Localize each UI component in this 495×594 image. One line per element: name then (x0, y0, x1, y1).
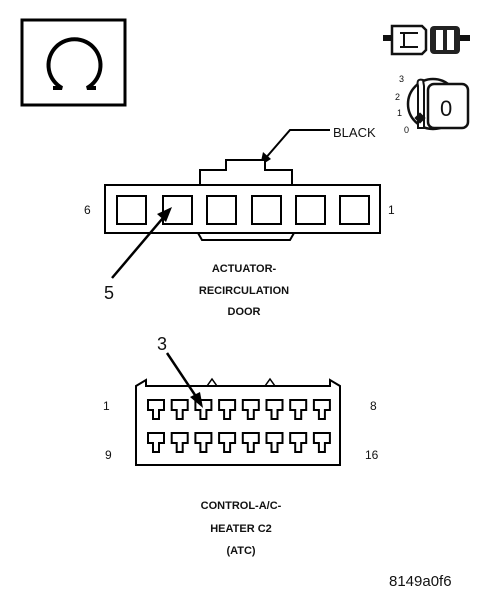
black-wire-leader (263, 129, 330, 161)
ignition-key-icon: 3 2 1 0 0 (395, 74, 470, 135)
ignition-position-0: 0 (404, 125, 409, 135)
ignition-position-1: 1 (397, 108, 402, 118)
wire-color-label: BLACK (333, 125, 376, 140)
connector1-name-line1: ACTUATOR- (212, 263, 277, 275)
terminal-cavity (312, 432, 331, 453)
connector2-pin-top-left: 1 (103, 399, 110, 413)
terminal-cavity (241, 399, 260, 420)
ohmmeter-icon (20, 18, 127, 107)
disconnect-connector-icon (383, 24, 470, 56)
terminal-cavity (241, 432, 260, 453)
callout-3: 3 (157, 334, 167, 354)
terminal-cavity (218, 399, 237, 420)
terminal-cavity (147, 432, 165, 453)
connector2-name-line3: (ATC) (226, 545, 255, 557)
terminal-row-top (147, 399, 331, 420)
connector1-pin-right: 1 (388, 203, 395, 217)
connector-control-ac-heater-c2: 1 8 9 16 3 CONTROL-A/C- HEATER C2 (ATC) (103, 334, 379, 557)
connector1-name-line3: DOOR (228, 306, 261, 318)
connector1-name-line2: RECIRCULATION (199, 285, 289, 297)
ignition-position-3: 3 (399, 74, 404, 84)
connector-actuator-recirculation-door: BLACK 6 1 5 ACTUATOR- RECIRCULATION DOOR (84, 125, 395, 318)
connector2-name-line1: CONTROL-A/C- (201, 500, 282, 512)
callout-arrow-3 (165, 352, 201, 402)
terminal-cavity (265, 399, 284, 420)
connector1-pin-left: 6 (84, 203, 91, 217)
terminal-cavity (218, 432, 237, 453)
connector2-pin-top-right: 8 (370, 399, 377, 413)
terminal-cavity (312, 399, 331, 420)
ignition-position-2: 2 (395, 92, 400, 102)
ignition-selected-position: 0 (440, 96, 452, 121)
terminal-cavity (289, 432, 308, 453)
terminal-row-bottom (147, 432, 331, 453)
terminal-cavity (170, 432, 189, 453)
terminal-cavity (265, 432, 284, 453)
connector2-pin-bottom-right: 16 (365, 448, 379, 462)
connector2-pin-bottom-left: 9 (105, 448, 112, 462)
terminal-cavity (289, 399, 308, 420)
callout-5: 5 (104, 283, 114, 303)
terminal-cavity (170, 399, 189, 420)
callout-arrow-5 (111, 211, 169, 279)
connector2-name-line2: HEATER C2 (210, 523, 272, 535)
figure-id: 8149a0f6 (389, 573, 452, 590)
terminal-cavity (194, 432, 213, 453)
terminal-cavity (147, 399, 165, 420)
